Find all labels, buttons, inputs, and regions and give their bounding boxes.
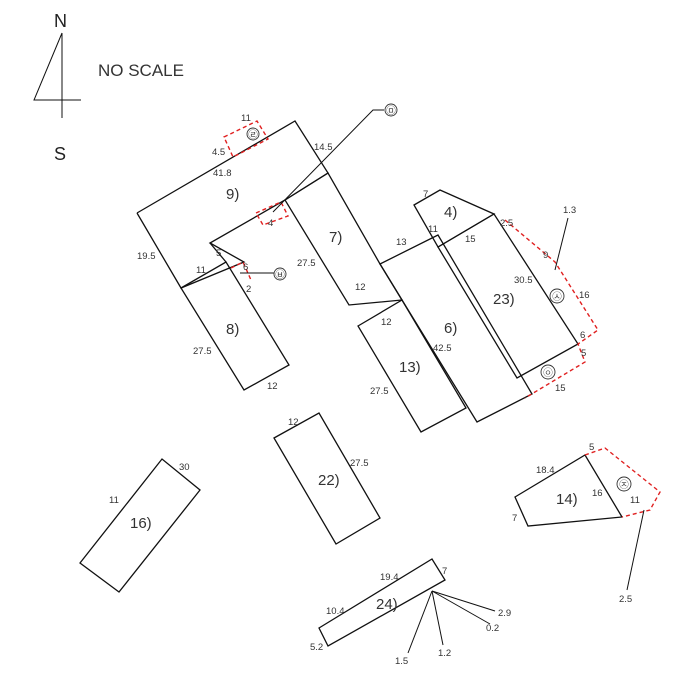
marker-bieup: ㉥ <box>273 267 287 281</box>
parcel-label-23: 23) <box>493 291 515 308</box>
dim-label: 11 <box>428 224 438 235</box>
parcel-label-13: 13) <box>399 359 421 376</box>
dim-label: 7 <box>442 566 447 577</box>
marker-mieum-label: ㉤ <box>386 106 396 117</box>
marker-jieut-label: ㉨ <box>619 480 629 491</box>
dim-label: 19.4 <box>380 572 399 583</box>
dim-label: 30 <box>179 462 190 473</box>
dim-label: 5 <box>581 348 586 359</box>
leader-2.5 <box>626 509 645 591</box>
dim-label: 2.5 <box>500 218 513 229</box>
dim-label: 42.5 <box>433 343 452 354</box>
dim-label: 6 <box>243 262 248 273</box>
dim-label: 12 <box>288 417 299 428</box>
dim-label: 1.2 <box>438 648 451 659</box>
dim-label: 0.2 <box>486 623 499 634</box>
dim-label: 11 <box>196 265 206 276</box>
boundary-siot-ieung-dashed <box>504 219 599 399</box>
north-arrow: N S <box>33 11 81 164</box>
dim-label: 5 <box>589 442 594 453</box>
parcel-9-outline <box>136 120 329 289</box>
parcel-13-outline <box>357 299 467 433</box>
marker-siot-label: ㉦ <box>552 292 562 303</box>
parcel-label-14: 14) <box>556 491 578 508</box>
dim-label: 14.5 <box>314 142 333 153</box>
leader-mieum <box>272 109 384 213</box>
dim-label: 11 <box>109 495 119 506</box>
parcel-label-22: 22) <box>318 472 340 489</box>
dim-label: 2 <box>246 284 251 295</box>
marker-bieup-label: ㉥ <box>275 270 285 281</box>
marker-ieung: ㉧ <box>540 364 556 380</box>
parcel-8-notch <box>209 242 227 263</box>
parcel-22-outline <box>273 412 381 545</box>
parcel-label-9: 9) <box>226 186 239 203</box>
boundary-jieut-dashed <box>584 447 661 518</box>
dim-label: 1.5 <box>395 656 408 667</box>
dim-label: 11 <box>241 113 251 124</box>
parcel-7-outline <box>284 172 404 306</box>
leader-1.3 <box>554 217 569 271</box>
dim-label: 16 <box>579 290 590 301</box>
parcel-label-7: 7) <box>329 229 342 246</box>
dim-label: 6 <box>580 330 585 341</box>
dim-label: 15 <box>555 383 566 394</box>
dim-label: 16 <box>592 488 603 499</box>
dim-label: 27.5 <box>370 386 389 397</box>
parcel-label-8: 8) <box>226 321 239 338</box>
parcel-6-outline <box>379 234 533 423</box>
boundary-p9-inner-dashed <box>255 201 289 226</box>
dim-label: 27.5 <box>350 458 369 469</box>
dim-label: 27.5 <box>297 258 316 269</box>
parcel-label-6: 6) <box>444 320 457 337</box>
dim-label: 2.9 <box>498 608 511 619</box>
north-arrow-head <box>33 32 81 101</box>
dim-label: 4.5 <box>212 147 225 158</box>
dim-label: 10.4 <box>326 606 345 617</box>
marker-ieung-label: ㉧ <box>543 368 553 379</box>
dim-label: 30.5 <box>514 275 533 286</box>
dim-label: 12 <box>267 381 278 392</box>
dim-label: 9 <box>543 250 548 261</box>
dim-label: 7 <box>512 513 517 524</box>
leaders-p24 <box>407 590 496 654</box>
dim-label: 12 <box>355 282 366 293</box>
dim-label: 27.5 <box>193 346 212 357</box>
dim-label: 15 <box>465 234 476 245</box>
dim-label: 41.8 <box>213 168 232 179</box>
marker-mieum: ㉤ <box>384 103 398 117</box>
dim-label: 11 <box>630 495 640 506</box>
scale-note: NO SCALE <box>98 61 184 80</box>
dim-label: 5.2 <box>310 642 323 653</box>
marker-jieut: ㉨ <box>616 476 632 492</box>
parcel-16-outline <box>79 458 201 593</box>
parcel-label-24: 24) <box>376 596 398 613</box>
parcel-label-16: 16) <box>130 515 152 532</box>
dim-label: 2.5 <box>619 594 632 605</box>
parcel-24-outline <box>318 558 446 647</box>
dim-label: 13 <box>396 237 407 248</box>
dim-label: 5 <box>216 248 221 259</box>
marker-ri: ㉣ <box>246 127 260 141</box>
south-label: S <box>54 144 66 164</box>
dim-label: 1.3 <box>563 205 576 216</box>
north-label: N <box>54 11 67 31</box>
marker-ri-label: ㉣ <box>248 130 258 141</box>
dim-label: 19.5 <box>137 251 156 262</box>
dim-label: 7 <box>423 189 428 200</box>
boundary-ri-dashed <box>223 120 269 158</box>
parcel-label-4: 4) <box>444 204 457 221</box>
dim-label: 18.4 <box>536 465 555 476</box>
dim-label: 12 <box>381 317 392 328</box>
dim-label: 4 <box>268 218 273 229</box>
marker-siot: ㉦ <box>549 288 565 304</box>
parcel-8-outline <box>180 261 290 391</box>
